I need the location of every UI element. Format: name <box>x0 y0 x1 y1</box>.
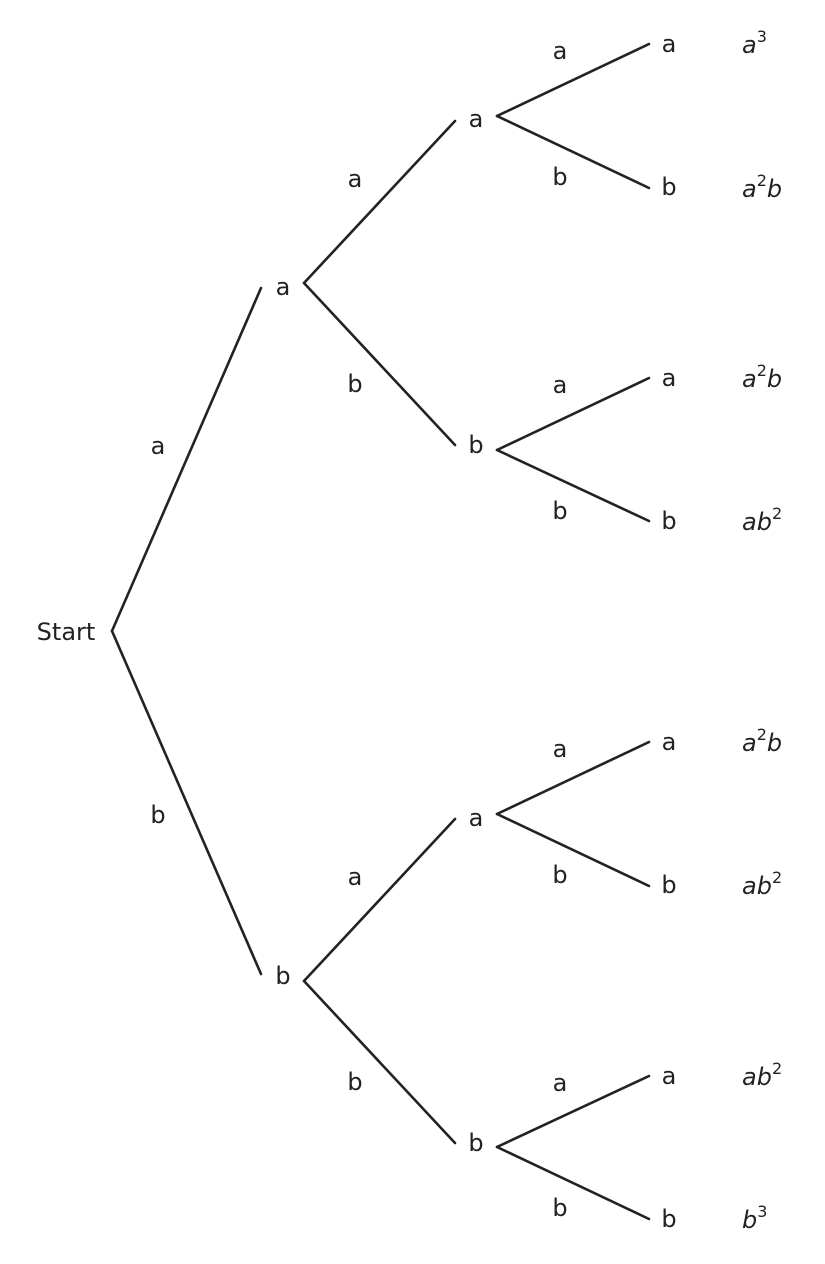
node-1a: a <box>276 273 291 301</box>
edge-3-6 <box>495 812 651 888</box>
edge-3-7 <box>495 1074 651 1149</box>
start-label: Start <box>37 618 96 646</box>
outcome-8: b3 <box>742 1202 767 1234</box>
edge-label-2b-top: b <box>347 370 362 398</box>
edge-label-2b-bottom: b <box>347 1068 362 1096</box>
outcome-7: ab2 <box>742 1059 782 1091</box>
edge-label-2a-top: a <box>348 165 363 193</box>
edge-start-a <box>110 286 263 633</box>
leaf-node-7: a <box>662 1062 677 1090</box>
edge-label-3-4: b <box>552 497 567 525</box>
edge-1b-2a <box>302 817 457 983</box>
outcome-5: a2b <box>742 725 782 757</box>
edge-label-2a-bottom: a <box>348 863 363 891</box>
edge-3-5 <box>495 740 651 816</box>
edge-3-2 <box>495 114 651 190</box>
outcome-2: a2b <box>742 171 782 203</box>
edge-label-1a: a <box>151 432 166 460</box>
leaf-node-4: b <box>661 507 676 535</box>
edge-3-3 <box>495 376 651 452</box>
edge-1b-2b <box>302 979 457 1145</box>
edge-3-4 <box>495 448 651 523</box>
node-2a-bottom: a <box>469 804 484 832</box>
edge-label-3-7: a <box>553 1069 568 1097</box>
edge-label-3-8: b <box>552 1194 567 1222</box>
outcome-4: ab2 <box>742 504 782 536</box>
edge-start-b <box>110 629 263 976</box>
edge-3-1 <box>495 42 651 118</box>
edge-label-1b: b <box>150 801 165 829</box>
outcome-6: ab2 <box>742 868 782 900</box>
leaf-node-8: b <box>661 1205 676 1233</box>
edge-label-3-2: b <box>552 163 567 191</box>
edge-3-8 <box>495 1145 651 1221</box>
edge-1a-2b <box>302 281 457 447</box>
edge-label-3-1: a <box>553 37 568 65</box>
edge-1a-2a <box>302 119 457 285</box>
node-1b: b <box>275 962 290 990</box>
node-2a-top: a <box>469 105 484 133</box>
leaf-node-5: a <box>662 728 677 756</box>
outcome-1: a3 <box>742 27 767 59</box>
edge-label-3-3: a <box>553 371 568 399</box>
leaf-node-2: b <box>661 173 676 201</box>
node-2b-top: b <box>468 431 483 459</box>
node-2b-bottom: b <box>468 1129 483 1157</box>
leaf-node-3: a <box>662 364 677 392</box>
leaf-node-6: b <box>661 871 676 899</box>
outcome-3: a2b <box>742 361 782 393</box>
leaf-node-1: a <box>662 30 677 58</box>
edge-label-3-5: a <box>553 735 568 763</box>
edge-label-3-6: b <box>552 861 567 889</box>
